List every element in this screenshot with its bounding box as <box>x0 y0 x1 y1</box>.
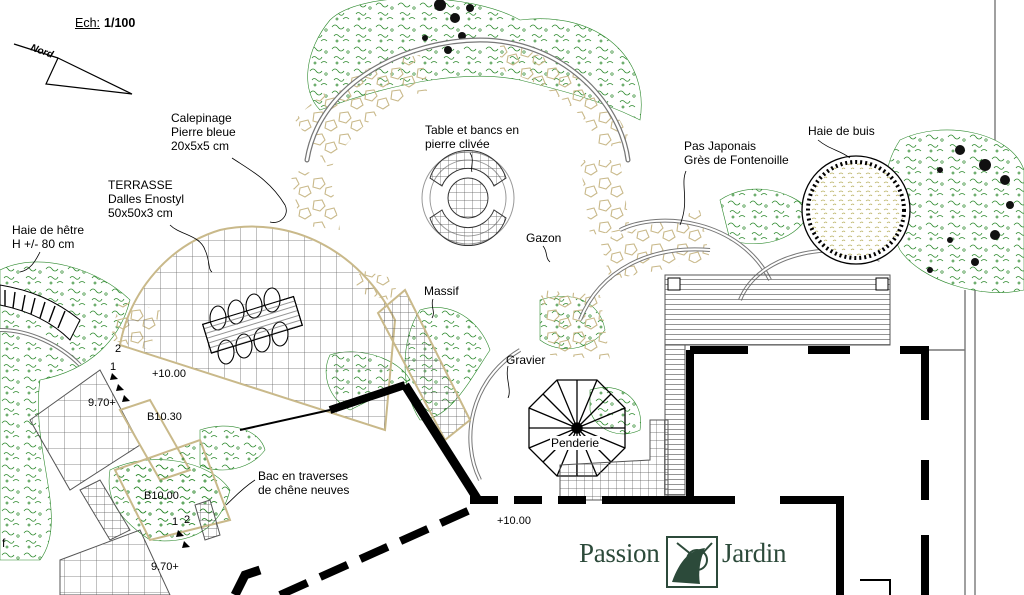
label-table-bancs: Table et bancs en pierre clivée <box>425 123 520 151</box>
scale-indicator: Ech:1/100 <box>75 16 135 30</box>
leader-lines <box>19 139 851 506</box>
north-arrow: Nord <box>13 42 133 95</box>
label-gravier: Gravier <box>506 353 546 367</box>
boundary-lines <box>920 0 996 595</box>
label-massif: Massif <box>424 284 459 298</box>
step-number: 2 <box>115 343 122 355</box>
level-step-2: 9.70+ <box>151 561 179 573</box>
north-label: Nord <box>29 42 56 61</box>
dark-shrubs <box>422 0 1014 273</box>
level-b1030: B10.30 <box>147 411 182 423</box>
scale-prefix: Ech: <box>75 16 101 30</box>
terrace-table <box>201 287 303 365</box>
terrace <box>118 225 397 432</box>
step-number: 1 <box>110 361 117 373</box>
level-terrace: +10.00 <box>152 368 186 380</box>
level-step-1: 9.70+ <box>88 397 116 409</box>
step-number: 2 <box>184 514 191 526</box>
label-haie-hetre: Haie de hêtre H +/- 80 cm <box>12 223 85 251</box>
beech-hedge <box>0 284 81 341</box>
scale-value: 1/100 <box>104 16 136 30</box>
brand-name-right: Jardin <box>722 538 787 568</box>
label-pas-japonais: Pas Japonais Grès de Fontenoille <box>684 139 789 167</box>
penderie-pergola <box>528 379 626 477</box>
brand-name-left: Passion <box>579 538 660 568</box>
buis-hedge-circle <box>801 155 911 265</box>
step-number: 1 <box>172 516 179 528</box>
label-f: f <box>2 536 6 550</box>
level-house: +10.00 <box>497 515 531 527</box>
label-gazon: Gazon <box>526 231 562 245</box>
step-arrows <box>110 373 190 548</box>
lower-terrace <box>29 369 232 595</box>
lawn-arc <box>304 37 631 163</box>
massif-bed <box>376 288 472 442</box>
label-calepinage: Calepinage Pierre bleue 20x5x5 cm <box>171 111 236 153</box>
level-b1000: B10.00 <box>144 490 179 502</box>
label-terrasse: TERRASSE Dalles Enostyl 50x50x3 cm <box>108 178 185 220</box>
label-bac-traverses: Bac en traverses de chêne neuves <box>258 469 350 497</box>
table-and-benches <box>421 149 515 247</box>
label-penderie: Penderie <box>550 436 601 450</box>
brand-logo-mark <box>666 536 718 588</box>
house-wall-openings <box>735 346 929 535</box>
label-haie-buis: Haie de buis <box>808 124 875 138</box>
wood-deck <box>664 274 891 496</box>
